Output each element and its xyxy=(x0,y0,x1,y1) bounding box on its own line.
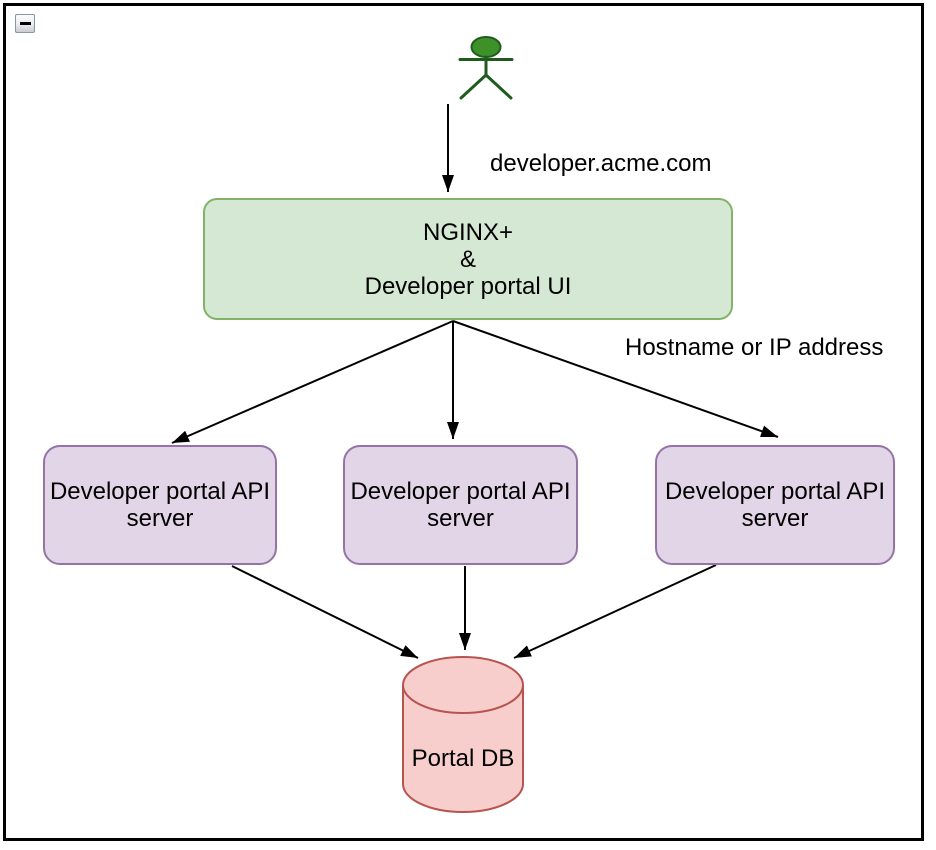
edge-gateway-to-api-1 xyxy=(171,320,454,444)
edge-api-3-to-db xyxy=(513,564,717,659)
portal-db-label: Portal DB xyxy=(411,745,515,772)
gateway-label-line3: Developer portal UI xyxy=(364,272,572,300)
gateway-label-line1: NGINX+ xyxy=(422,218,514,246)
edge-api-1-to-db xyxy=(231,565,419,659)
edge-gateway-to-api-3 xyxy=(452,320,779,438)
node-api-server-1[interactable]: Developer portal API server xyxy=(43,445,277,565)
api-server-label-line2: server xyxy=(741,505,809,532)
collapse-diagram-button[interactable] xyxy=(15,14,35,33)
edge-label-request-url: developer.acme.com xyxy=(490,150,712,177)
node-portal-db[interactable] xyxy=(402,656,524,814)
edge-label-routing: Hostname or IP address xyxy=(625,334,884,361)
api-server-label-line2: server xyxy=(126,505,194,532)
api-server-label-line2: server xyxy=(427,505,494,532)
gateway-label-line2: & xyxy=(459,245,476,273)
user-actor-icon[interactable] xyxy=(458,36,514,100)
node-api-server-3[interactable]: Developer portal API server xyxy=(655,445,895,565)
node-nginx-gateway[interactable]: NGINX+ & Developer portal UI xyxy=(203,198,733,320)
api-server-label-line1: Developer portal API xyxy=(49,478,271,505)
api-server-label-line1: Developer portal API xyxy=(664,478,886,505)
api-server-label-line1: Developer portal API xyxy=(350,478,571,505)
minus-icon xyxy=(19,22,31,25)
node-api-server-2[interactable]: Developer portal API server xyxy=(343,445,578,565)
